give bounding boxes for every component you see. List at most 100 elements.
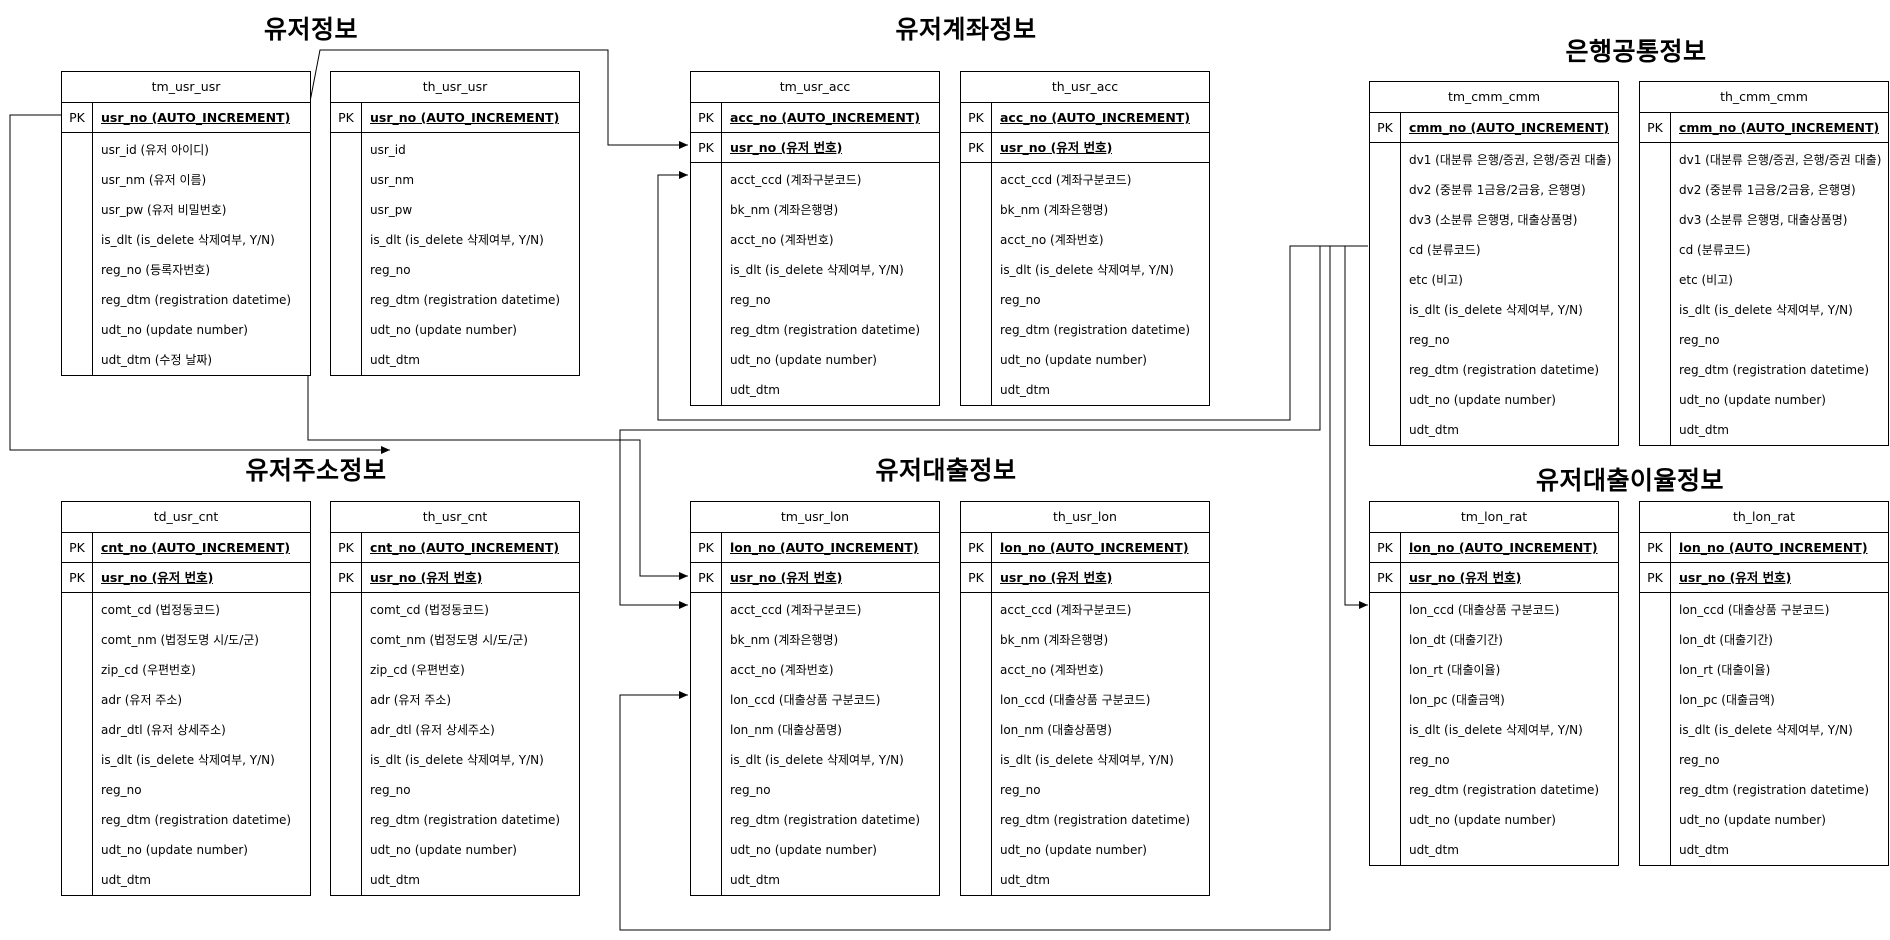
column-list: comt_cd (법정동코드)comt_nm (법정도명 시/도/군)zip_c… xyxy=(331,593,579,895)
column-list: dv1 (대분류 은행/증권, 은행/증권 대출) dv2 (중분류 1금융/2금… xyxy=(1370,143,1618,445)
key-label: PK xyxy=(1370,113,1401,142)
key-gutter xyxy=(1640,143,1671,445)
column-field: udt_dtm xyxy=(1409,423,1459,437)
key-field: cnt_no (AUTO_INCREMENT) xyxy=(370,540,560,555)
column-field: adr (유저 주소) xyxy=(370,693,452,707)
column-field: is_dlt (is_delete 삭제여부, Y/N) xyxy=(730,263,904,277)
table-name: th_usr_acc xyxy=(961,72,1209,103)
group-title-user-loan-rate: 유저대출이율정보 xyxy=(1535,466,1725,495)
column-field: is_dlt (is_delete 삭제여부, Y/N) xyxy=(1000,753,1174,767)
rel-usr-to-cnt xyxy=(9,114,390,454)
column-list: acct_ccd (계좌구분코드)bk_nm (계좌은행명)acct_no (계… xyxy=(691,593,939,895)
key-field: usr_no (AUTO_INCREMENT) xyxy=(101,110,291,125)
key-gutter xyxy=(691,163,722,405)
key-gutter xyxy=(1370,593,1401,865)
column-field: reg_no xyxy=(101,783,142,797)
column-field: usr_nm xyxy=(370,173,415,187)
column-field: adr (유저 주소) xyxy=(101,693,183,707)
column-field: etc (비고) xyxy=(1679,273,1733,287)
column-field: is_dlt (is_delete 삭제여부, Y/N) xyxy=(730,753,904,767)
table-name: tm_usr_usr xyxy=(62,72,310,103)
column-field: udt_no (update number) xyxy=(1000,353,1147,367)
column-field: acct_ccd (계좌구분코드) xyxy=(1000,173,1132,187)
column-field: bk_nm (계좌은행명) xyxy=(1000,203,1109,217)
key-field: usr_no (유저 번호) xyxy=(1409,570,1522,585)
key-gutter xyxy=(62,133,93,375)
column-field: reg_dtm (registration datetime) xyxy=(1679,783,1870,797)
column-field: dv2 (중분류 1금융/2금융, 은행명) xyxy=(1409,183,1586,197)
column-field: usr_pw xyxy=(370,203,413,217)
column-field: udt_dtm xyxy=(370,873,420,887)
column-field: is_dlt (is_delete 삭제여부, Y/N) xyxy=(370,233,544,247)
key-gutter xyxy=(331,133,362,375)
column-field: reg_no (등록자번호) xyxy=(101,263,210,277)
key-gutter xyxy=(331,593,362,895)
column-field: comt_cd (법정동코드) xyxy=(370,603,489,617)
key-field: cmm_no (AUTO_INCREMENT) xyxy=(1679,120,1880,135)
key-gutter xyxy=(961,163,992,405)
column-field: dv3 (소분류 은행명, 대출상품명) xyxy=(1409,213,1578,227)
table-name: th_usr_cnt xyxy=(331,502,579,533)
column-field: reg_dtm (registration datetime) xyxy=(730,323,921,337)
key-label: PK xyxy=(331,533,362,562)
column-field: bk_nm (계좌은행명) xyxy=(730,633,839,647)
column-field: lon_ccd (대출상품 구분코드) xyxy=(730,693,881,707)
column-field: udt_dtm xyxy=(370,353,420,367)
column-field: reg_dtm (registration datetime) xyxy=(1409,783,1600,797)
column-field: acct_ccd (계좌구분코드) xyxy=(1000,603,1132,617)
column-field: dv1 (대분류 은행/증권, 은행/증권 대출) xyxy=(1409,153,1612,167)
column-field: udt_no (update number) xyxy=(101,323,248,337)
column-field: is_dlt (is_delete 삭제여부, Y/N) xyxy=(370,753,544,767)
column-field: reg_dtm (registration datetime) xyxy=(1679,363,1870,377)
primary-key-row: PK lon_no (AUTO_INCREMENT) xyxy=(1370,533,1618,563)
column-field: lon_dt (대출기간) xyxy=(1679,633,1773,647)
column-field: adr_dtl (유저 상세주소) xyxy=(101,723,226,737)
column-field: comt_nm (법정도명 시/도/군) xyxy=(370,633,528,647)
column-field: udt_no (update number) xyxy=(1679,813,1826,827)
column-field: udt_no (update number) xyxy=(730,843,877,857)
column-field: dv1 (대분류 은행/증권, 은행/증권 대출) xyxy=(1679,153,1882,167)
column-field: reg_no xyxy=(730,783,771,797)
key-field: lon_no (AUTO_INCREMENT) xyxy=(1409,540,1598,555)
key-field: usr_no (AUTO_INCREMENT) xyxy=(370,110,560,125)
key-label: PK xyxy=(1370,533,1401,562)
key-label: PK xyxy=(961,563,992,592)
key-label: PK xyxy=(961,103,992,132)
key-label: PK xyxy=(62,103,93,132)
column-field: is_dlt (is_delete 삭제여부, Y/N) xyxy=(101,753,275,767)
key-field: usr_no (유저 번호) xyxy=(1679,570,1792,585)
key-label: PK xyxy=(62,563,93,592)
column-field: lon_pc (대출금액) xyxy=(1409,693,1505,707)
column-field: acct_ccd (계좌구분코드) xyxy=(730,173,862,187)
column-field: zip_cd (우편번호) xyxy=(101,663,196,677)
column-field: reg_dtm (registration datetime) xyxy=(1000,813,1191,827)
column-field: acct_no (계좌번호) xyxy=(730,233,834,247)
group-title-user-address: 유저주소정보 xyxy=(245,456,387,485)
column-field: reg_no xyxy=(1000,783,1041,797)
column-field: comt_cd (법정동코드) xyxy=(101,603,220,617)
column-field: adr_dtl (유저 상세주소) xyxy=(370,723,495,737)
column-field: is_dlt (is_delete 삭제여부, Y/N) xyxy=(1679,303,1853,317)
key-gutter xyxy=(62,593,93,895)
key-label: PK xyxy=(331,563,362,592)
rel-cmm-to-lon-acct xyxy=(619,246,1321,609)
column-field: udt_no (update number) xyxy=(1679,393,1826,407)
table-name: th_usr_usr xyxy=(331,72,579,103)
key-field: cnt_no (AUTO_INCREMENT) xyxy=(101,540,291,555)
column-field: lon_rt (대출이율) xyxy=(1679,663,1771,677)
